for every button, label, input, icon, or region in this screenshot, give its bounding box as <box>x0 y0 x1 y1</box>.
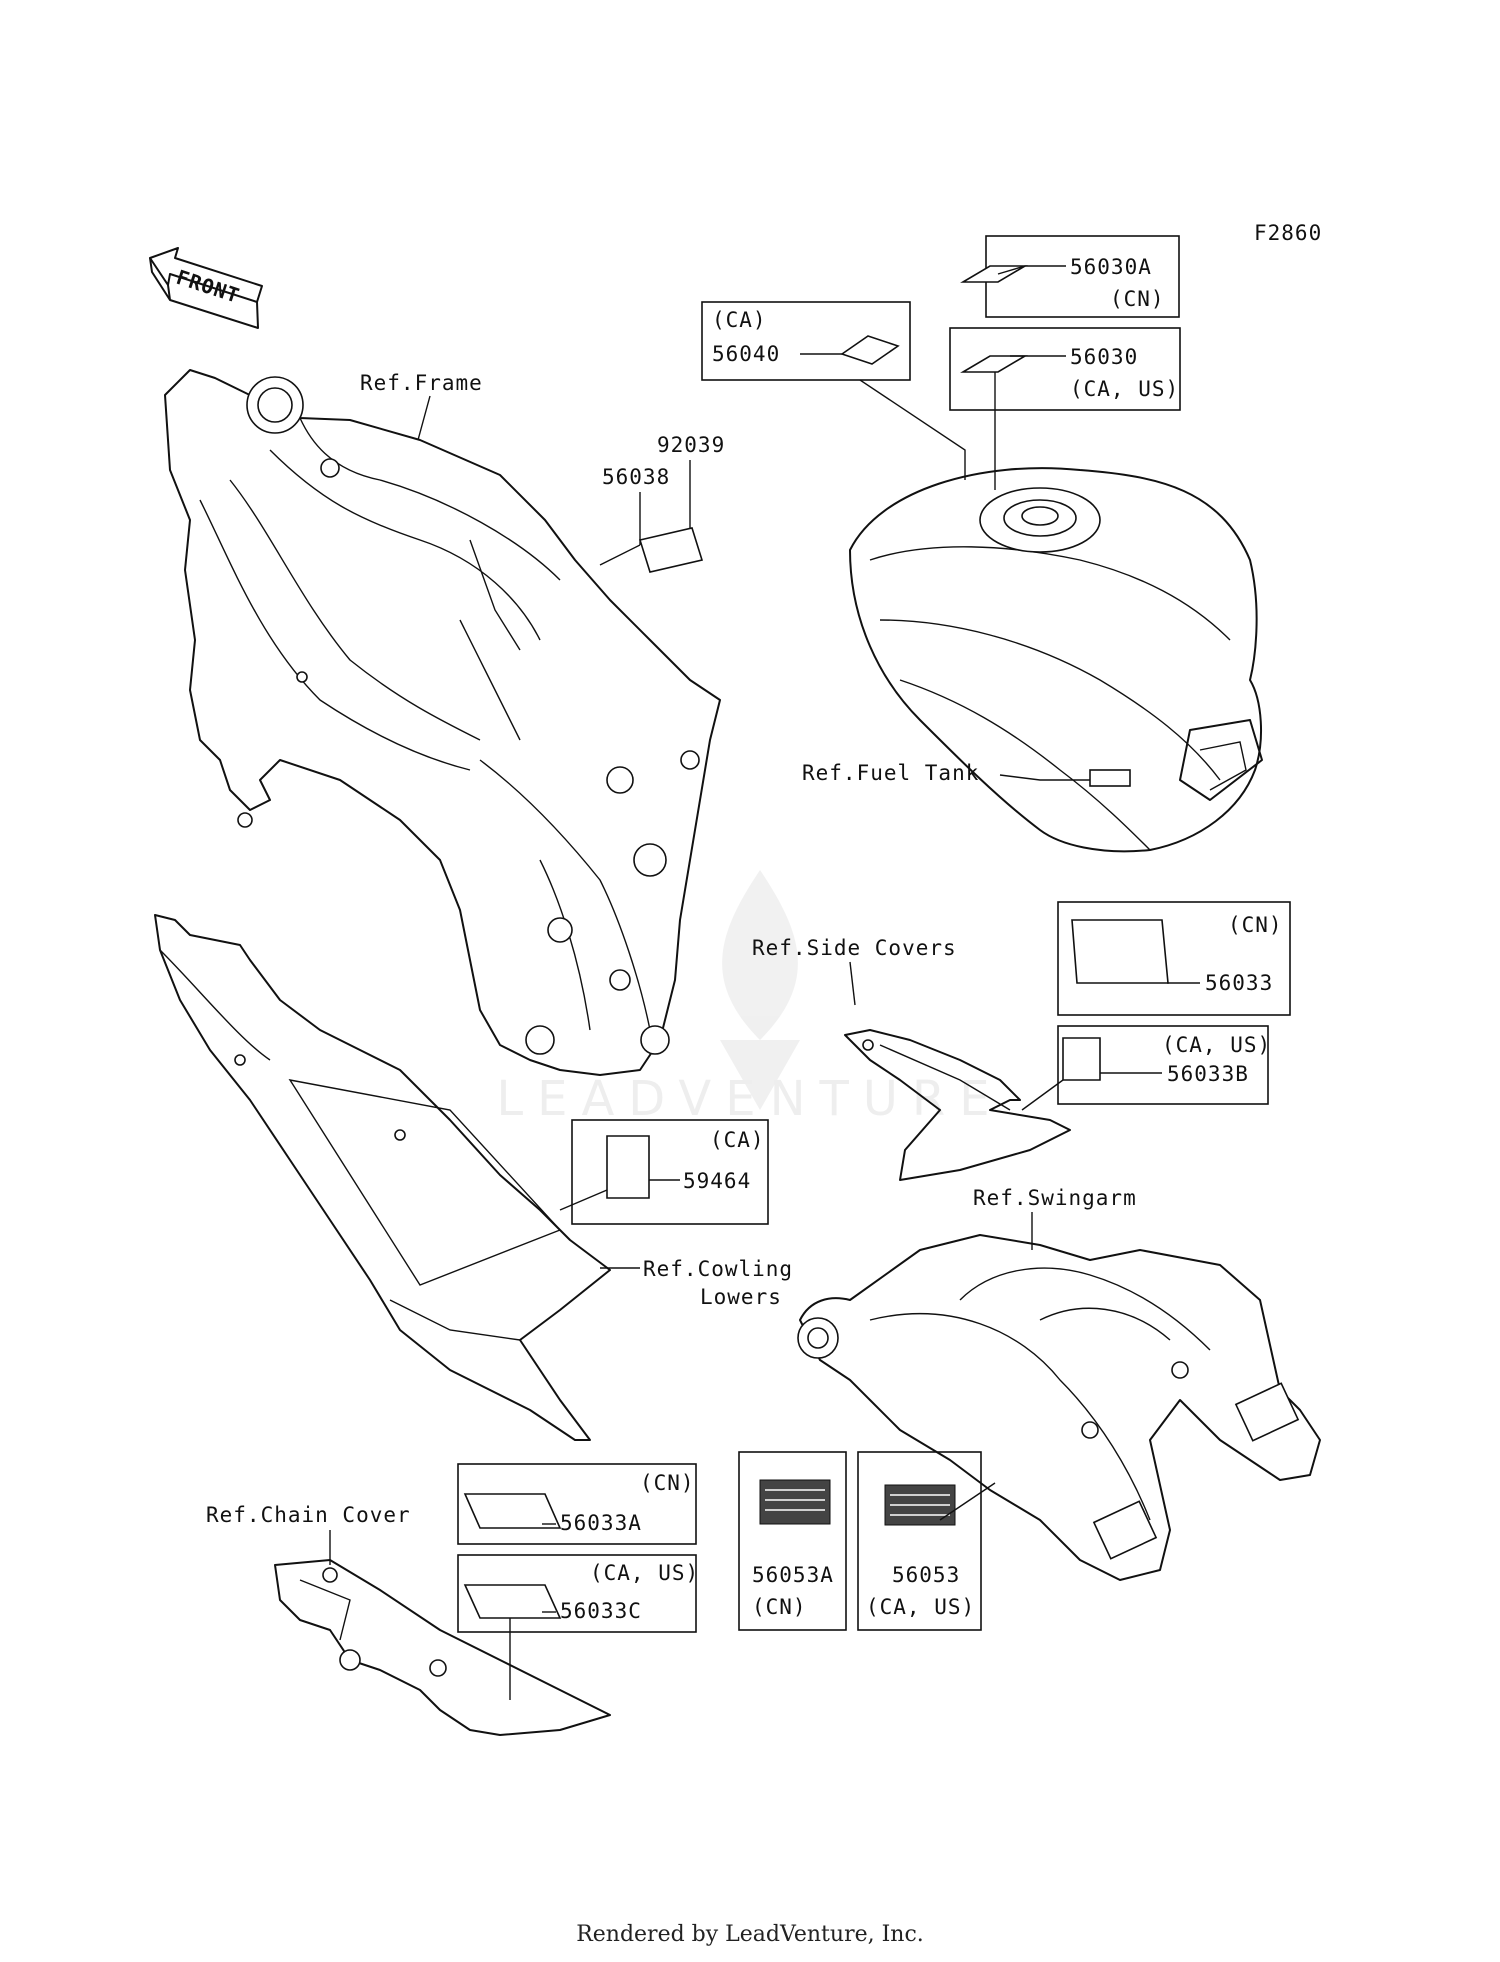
side-cover-drawing <box>844 1029 1071 1181</box>
callout-56030[interactable]: 56030 (CA, US) <box>949 327 1181 411</box>
chain-cover-drawing <box>274 1559 611 1736</box>
part-56053-number: 56053 <box>892 1563 960 1587</box>
part-92039-number[interactable]: 92039 <box>657 433 725 457</box>
part-56033B-number: 56033B <box>1167 1062 1249 1086</box>
part-56053-region: (CA, US) <box>866 1595 975 1619</box>
callout-56040[interactable]: (CA) 56040 <box>701 301 911 381</box>
watermark: LEADVENTURE <box>496 870 1003 1127</box>
ref-cowling-label-1: Ref.Cowling <box>643 1257 793 1281</box>
part-56030A-number: 56030A <box>1070 255 1152 279</box>
fuel-tank-drawing <box>849 467 1263 853</box>
part-56033C-number: 56033C <box>560 1599 642 1623</box>
callout-56033[interactable]: (CN) 56033 <box>1057 901 1291 1016</box>
part-56038-number[interactable]: 56038 <box>602 465 670 489</box>
callout-56053[interactable]: 56053 (CA, US) <box>857 1451 982 1631</box>
part-56033C-region: (CA, US) <box>590 1561 699 1585</box>
ref-cowling-label-2: Lowers <box>700 1285 782 1309</box>
ref-chain-cover-label: Ref.Chain Cover <box>206 1503 411 1527</box>
part-56030-number: 56030 <box>1070 345 1138 369</box>
frame-drawing <box>164 369 721 1076</box>
figure-id: F2860 <box>1254 221 1322 245</box>
part-56030A-region: (CN) <box>1110 287 1165 311</box>
part-56033A-region: (CN) <box>640 1471 695 1495</box>
part-56040-number: 56040 <box>712 342 780 366</box>
part-56030-region: (CA, US) <box>1070 377 1179 401</box>
ref-side-covers-label: Ref.Side Covers <box>752 936 957 960</box>
callout-56033B[interactable]: (CA, US) 56033B <box>1057 1025 1271 1105</box>
callout-56030A[interactable]: 56030A (CN) <box>960 235 1180 318</box>
callout-59464[interactable]: (CA) 59464 <box>571 1119 769 1225</box>
ref-fuel-tank-label: Ref.Fuel Tank <box>802 761 979 785</box>
label-56038-decal <box>599 527 704 573</box>
ref-frame-label: Ref.Frame <box>360 371 483 395</box>
cowling-lower-drawing <box>154 914 611 1441</box>
part-56033-number: 56033 <box>1205 971 1273 995</box>
part-56053A-number: 56053A <box>752 1563 834 1587</box>
part-56033B-region: (CA, US) <box>1162 1033 1271 1057</box>
ref-swingarm-label: Ref.Swingarm <box>973 1186 1137 1210</box>
callout-56053A[interactable]: 56053A (CN) <box>738 1451 847 1631</box>
watermark-text: LEADVENTURE <box>496 1071 1003 1127</box>
part-59464-number: 59464 <box>683 1169 751 1193</box>
part-56040-region: (CA) <box>712 308 767 332</box>
callout-56033A[interactable]: (CN) 56033A <box>457 1463 697 1545</box>
part-59464-region: (CA) <box>710 1128 765 1152</box>
part-56033-region: (CN) <box>1228 913 1283 937</box>
swingarm-drawing <box>797 1234 1321 1581</box>
front-arrow-label: FRONT <box>173 265 242 308</box>
front-arrow-icon: FRONT <box>149 247 263 329</box>
part-56053A-region: (CN) <box>752 1595 807 1619</box>
part-56033A-number: 56033A <box>560 1511 642 1535</box>
footer-credit: Rendered by LeadVenture, Inc. <box>576 1922 924 1947</box>
callout-56033C[interactable]: (CA, US) 56033C <box>457 1554 699 1633</box>
